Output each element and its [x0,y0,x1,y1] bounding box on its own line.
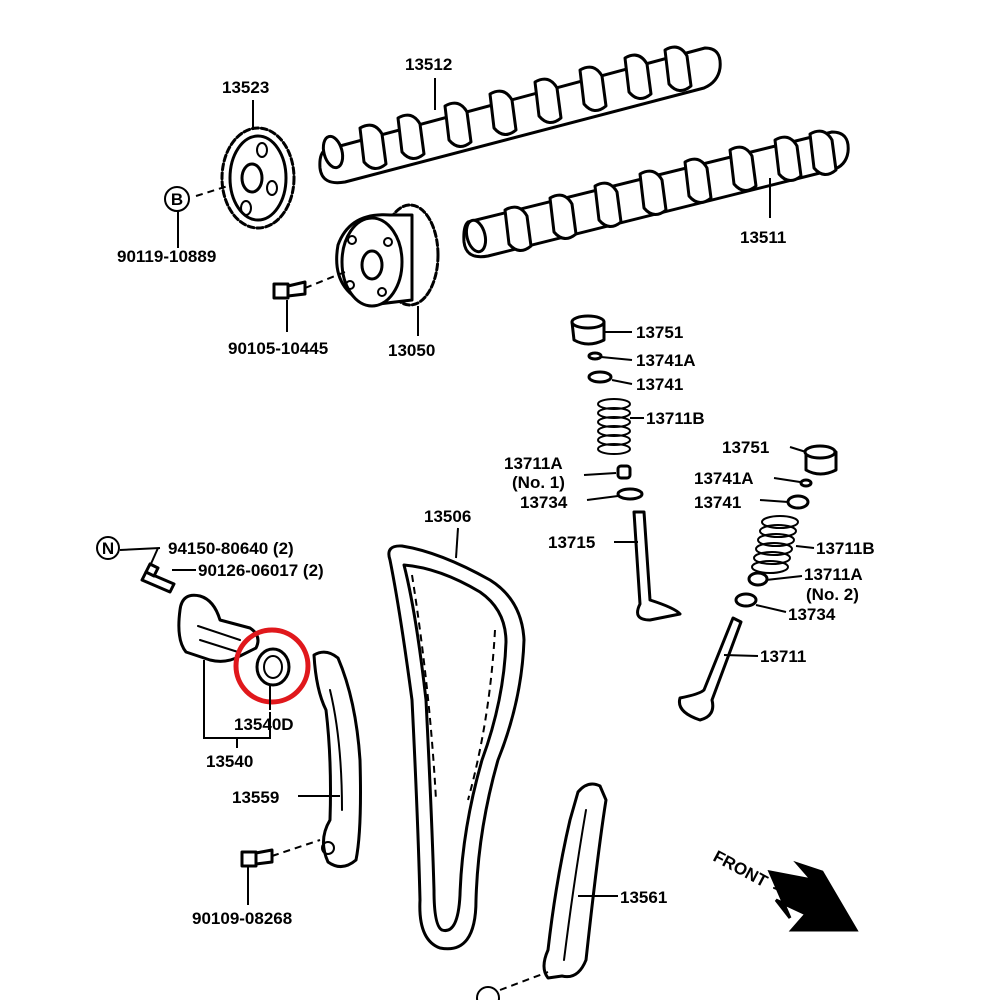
label-13741A-left: 13741A [636,351,696,370]
label-13540D: 13540D [234,715,294,734]
label-90126-06017: 90126-06017 (2) [198,561,324,580]
label-13511: 13511 [740,228,786,247]
label-13512: 13512 [405,55,452,74]
label-13050: 13050 [388,341,435,360]
sprocket-13523[interactable] [220,126,296,230]
bolt-90105-10445[interactable] [272,280,307,300]
label-13741A-right: 13741A [694,469,754,488]
label-13734-left: 13734 [520,493,568,512]
bolt-90109-08268[interactable] [240,848,274,868]
leader-lines [119,78,815,905]
vvt-gear-13050[interactable] [335,203,440,308]
callout-n: N [96,536,120,560]
label-13559: 13559 [232,788,279,807]
label-13711: 13711 [760,647,806,666]
camshaft-13511[interactable] [462,129,850,259]
svg-text:N: N [102,539,114,558]
tensioner-13540[interactable] [177,593,260,663]
label-13561: 13561 [620,888,667,907]
callout-b: B [164,186,190,212]
valve-assembly-right[interactable] [677,444,838,722]
timing-chain-13506[interactable] [387,544,526,951]
front-label: FRONT [710,847,771,892]
highlight-circle [233,627,311,705]
label-13734-right: 13734 [788,605,836,624]
label-13540: 13540 [206,752,253,771]
slipper-13559[interactable] [312,650,362,868]
label-94150-80640: 94150-80640 (2) [168,539,294,558]
label-13751-right: 13751 [722,438,769,457]
label-no2: (No. 2) [806,585,859,604]
label-13523: 13523 [222,78,269,97]
damper-13561[interactable] [542,782,608,980]
label-13715: 13715 [548,533,595,552]
label-13506: 13506 [424,507,471,526]
label-13751-left: 13751 [636,323,683,342]
callout-b-lower [476,986,500,1005]
label-no1: (No. 1) [512,473,565,492]
label-13741-left: 13741 [636,375,683,394]
label-13711A-left: 13711A [504,454,563,473]
gasket-13540D[interactable] [255,647,291,687]
stud-90126-06017[interactable] [140,570,176,594]
valve-assembly-left[interactable] [570,314,682,622]
label-13741-right: 13741 [694,493,741,512]
label-13711B-left: 13711B [646,409,705,428]
part-labels: 13512 13511 13523 90119-10889 90105-1044… [117,55,875,928]
label-13711B-right: 13711B [816,539,875,558]
nut-94150-80640[interactable] [144,562,160,578]
label-90109-08268: 90109-08268 [192,909,292,928]
label-90105-10445: 90105-10445 [228,339,328,358]
svg-text:B: B [171,190,183,209]
label-13711A-right: 13711A [804,565,863,584]
label-90119-10889: 90119-10889 [117,247,216,266]
front-arrow: FRONT [710,847,859,932]
camshaft-13512[interactable] [318,45,722,185]
